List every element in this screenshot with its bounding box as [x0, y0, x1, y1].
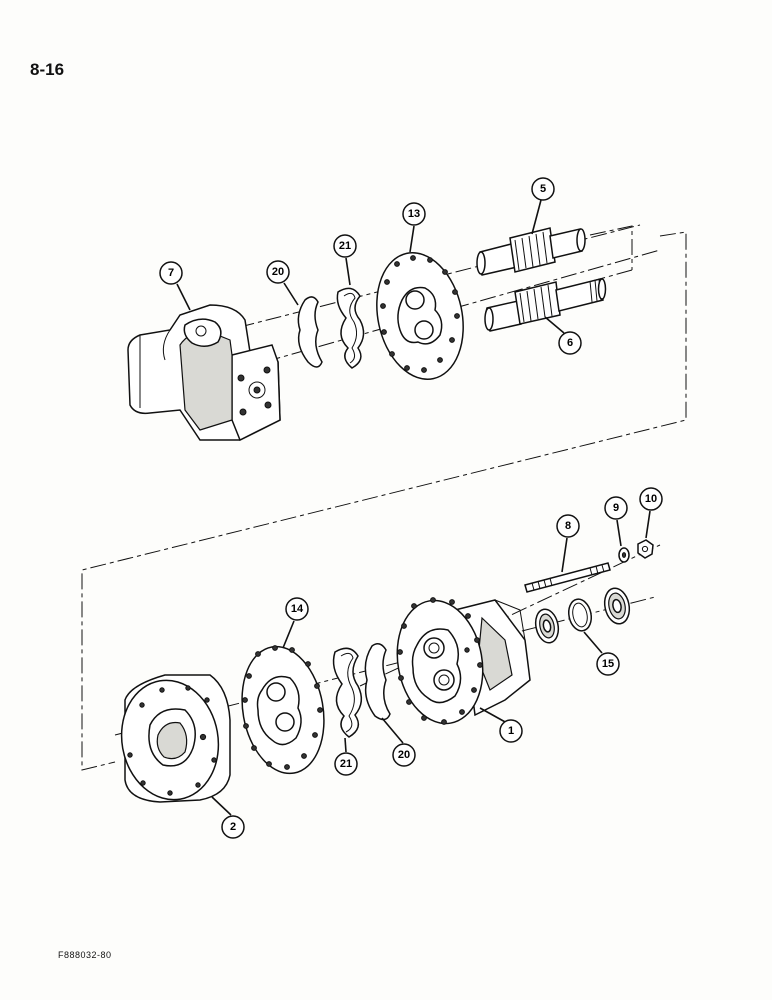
callout-14: 14 [285, 597, 309, 621]
svg-text:13: 13 [408, 208, 420, 220]
part-7-rear-housing [127, 304, 281, 442]
svg-text:2: 2 [230, 821, 236, 833]
svg-text:21: 21 [339, 240, 351, 252]
callout-6: 6 [558, 331, 582, 355]
part-8-stud [524, 562, 611, 593]
part-13-upper-wear-plate [376, 252, 464, 380]
svg-text:20: 20 [398, 749, 410, 761]
callout-15: 15 [596, 652, 620, 676]
svg-text:21: 21 [340, 758, 352, 770]
callout-5: 5 [531, 177, 555, 201]
svg-text:6: 6 [567, 337, 573, 349]
part-21-lower-backup-ring [332, 647, 363, 738]
page-number: 8-16 [30, 60, 65, 79]
part-20-lower-seal [364, 643, 391, 721]
part-2-gear-body [120, 674, 231, 803]
svg-text:1: 1 [508, 725, 514, 737]
svg-text:10: 10 [645, 493, 657, 505]
callout-21-upper: 21 [333, 234, 357, 258]
svg-text:15: 15 [602, 658, 614, 670]
part-14-lower-wear-plate [241, 645, 325, 775]
part-15-snap-ring [567, 598, 593, 632]
callout-20-lower: 20 [392, 743, 416, 767]
callout-7: 7 [159, 261, 183, 285]
callout-20-upper: 20 [266, 260, 290, 284]
callout-21-lower: 21 [334, 752, 358, 776]
bearing-inner [534, 608, 560, 644]
svg-text:7: 7 [168, 267, 174, 279]
part-9-washer [618, 547, 630, 563]
callout-10: 10 [639, 487, 663, 511]
part-10-nut [637, 539, 654, 559]
part-6-drive-gear [484, 278, 607, 332]
svg-text:14: 14 [291, 603, 304, 615]
callout-13: 13 [402, 202, 426, 226]
callout-2: 2 [221, 815, 245, 839]
svg-text:20: 20 [272, 266, 284, 278]
callout-8: 8 [556, 514, 580, 538]
svg-text:9: 9 [613, 502, 619, 514]
part-1-front-cover [396, 597, 531, 725]
callout-1: 1 [499, 719, 523, 743]
svg-text:8: 8 [565, 520, 571, 532]
part-20-upper-seal [297, 296, 323, 368]
leader-lines [176, 199, 651, 816]
svg-text:5: 5 [540, 183, 546, 195]
figure-code: F888032-80 [58, 950, 112, 960]
bearing-outer [603, 587, 631, 625]
callout-9: 9 [604, 496, 628, 520]
part-5-driven-gear [476, 227, 586, 276]
part-21-upper-backup-ring [336, 287, 365, 369]
